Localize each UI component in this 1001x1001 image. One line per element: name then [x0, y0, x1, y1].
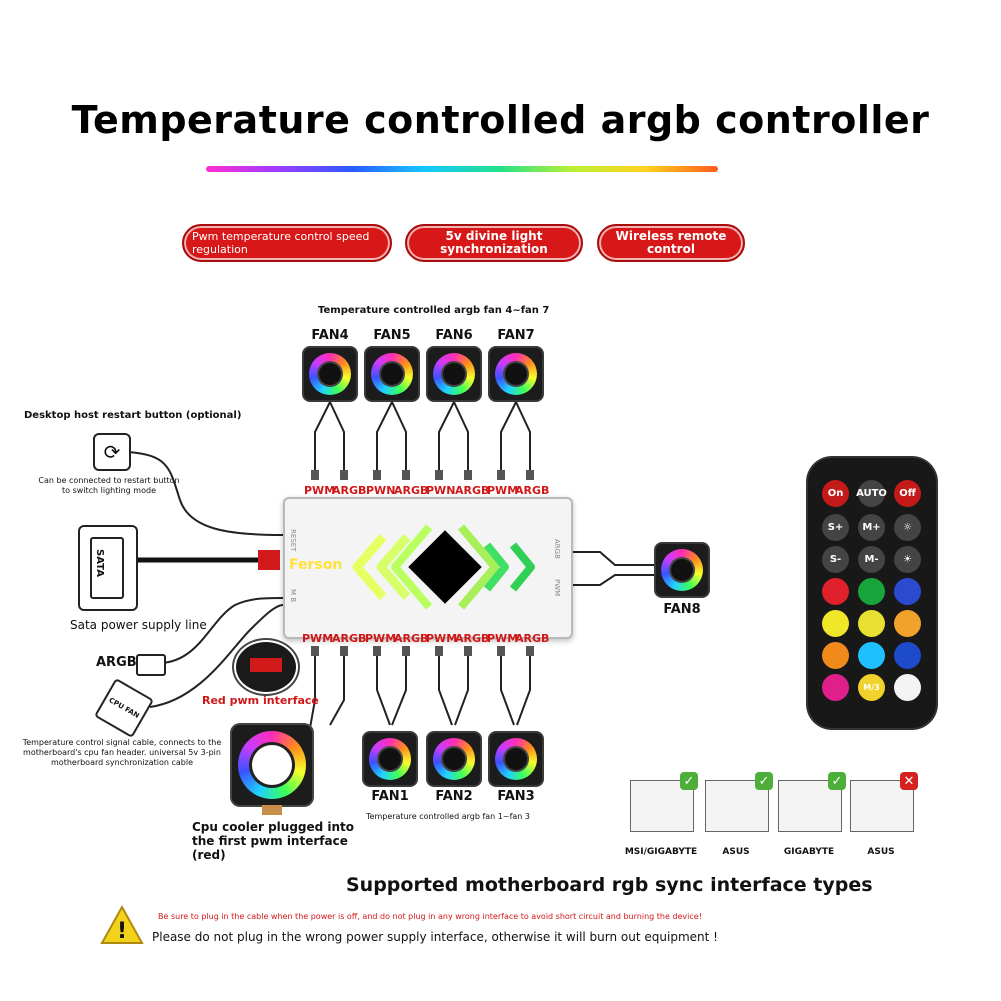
fan6-label: FAN6	[435, 328, 473, 343]
sync-type-3-check-icon: ✓	[828, 772, 846, 790]
port-label-argb-4: ARGB	[332, 484, 367, 497]
fan6-icon	[428, 348, 480, 400]
remote-color-navy[interactable]	[894, 642, 921, 669]
remote-speed-up-button[interactable]: S+	[822, 514, 849, 541]
remote-mode3-button[interactable]: M/3	[858, 674, 885, 701]
fan3-label: FAN3	[497, 789, 535, 804]
page-title: Temperature controlled argb controller	[71, 98, 930, 142]
sata-connector-icon: SATA	[78, 525, 138, 611]
remote-brightness-down-icon[interactable]: ☀	[894, 546, 921, 573]
feature-pill-sync: 5v divine light synchronization	[405, 224, 583, 262]
port-label-pwm-7: PWM	[487, 484, 519, 497]
remote-mode-up-button[interactable]: M+	[858, 514, 885, 541]
cpu-cooler-icon	[232, 725, 312, 815]
warning-black-text: Please do not plug in the wrong power su…	[152, 930, 718, 944]
sync-type-3-label: GIGABYTE	[783, 847, 835, 857]
argb-connector-label: ARGB	[96, 655, 137, 670]
feature-pill-pwm: Pwm temperature control speed regulation	[182, 224, 392, 262]
port-label-pwm-4: PWM	[304, 484, 336, 497]
remote-off-button[interactable]: Off	[894, 480, 921, 507]
port-label-pwm-1: PWM	[365, 632, 397, 645]
fan4-icon	[304, 348, 356, 400]
warning-icon: !	[100, 905, 144, 944]
remote-color-green[interactable]	[858, 578, 885, 605]
warning-red-text: Be sure to plug in the cable when the po…	[158, 912, 702, 921]
sync-type-2-check-icon: ✓	[755, 772, 773, 790]
fan8-label: FAN8	[663, 602, 701, 617]
sync-type-4-label: ASUS	[867, 847, 895, 857]
sync-type-4-cross-icon: ✕	[900, 772, 918, 790]
fan7-icon	[490, 348, 542, 400]
sync-type-1-label: MSI/GIGABYTE	[624, 847, 698, 857]
bottom-fans-caption: Temperature controlled argb fan 1~fan 3	[366, 812, 531, 821]
sync-type-2-label: ASUS	[722, 847, 750, 857]
feature-pill-remote: Wireless remote control	[597, 224, 745, 262]
remote-speed-down-button[interactable]: S-	[822, 546, 849, 573]
restart-button-note: Can be connected to restart button to sw…	[38, 476, 180, 495]
fan3-icon	[490, 733, 542, 785]
remote-color-white[interactable]	[894, 674, 921, 701]
remote-auto-button[interactable]: AUTO	[856, 480, 887, 507]
remote-mode-down-button[interactable]: M-	[858, 546, 885, 573]
port-label-argb-7: ARGB	[515, 484, 550, 497]
fan1-icon	[364, 733, 416, 785]
remote-color-yellow[interactable]	[822, 610, 849, 637]
port-label-argb-2: ARGB	[455, 632, 490, 645]
hub-reset-label: RESET	[289, 529, 297, 552]
controller-hub: RESET M B ARGB PWM Ferson	[283, 497, 573, 639]
svg-text:!: !	[117, 919, 127, 944]
fan5-label: FAN5	[373, 328, 411, 343]
remote-color-red[interactable]	[822, 578, 849, 605]
restart-button-icon: ⟳	[93, 433, 131, 471]
port-label-pwn-5: PWN	[366, 484, 396, 497]
fan2-label: FAN2	[435, 789, 473, 804]
remote-color-pink[interactable]	[822, 674, 849, 701]
port-label-argb-3: ARGB	[515, 632, 550, 645]
hub-mb-label: M B	[289, 589, 297, 603]
remote-on-button[interactable]: On	[822, 480, 849, 507]
signal-cable-note: Temperature control signal cable, connec…	[22, 738, 222, 767]
port-label-pwm-3: PWM	[487, 632, 519, 645]
sata-caption: Sata power supply line	[70, 618, 207, 632]
hub-brand-label: Ferson	[289, 557, 343, 573]
sync-caption: Supported motherboard rgb sync interface…	[346, 874, 873, 896]
hub-pwm-side-label: PWM	[553, 579, 561, 597]
fan5-icon	[366, 348, 418, 400]
sync-type-1-check-icon: ✓	[680, 772, 698, 790]
sata-label: SATA	[94, 549, 105, 577]
fan2-icon	[428, 733, 480, 785]
remote-color-lime[interactable]	[858, 610, 885, 637]
remote-color-amber[interactable]	[822, 642, 849, 669]
cpufan-label: CPU FAN	[107, 696, 141, 720]
fan4-label: FAN4	[311, 328, 349, 343]
red-pwm-interface-icon	[234, 640, 298, 694]
fan7-label: FAN7	[497, 328, 535, 343]
port-label-argb-1: ARGB	[394, 632, 429, 645]
argb-plug-icon	[136, 654, 166, 676]
port-label-pwn-6: PWN	[426, 484, 456, 497]
port-label-pwm-2: PWM	[426, 632, 458, 645]
hub-argb-side-label: ARGB	[553, 539, 561, 559]
remote-color-blue[interactable]	[894, 578, 921, 605]
port-label-pwm-1a: PWM	[302, 632, 334, 645]
cpu-cooler-caption: Cpu cooler plugged into the first pwm in…	[192, 820, 355, 862]
red-pwm-interface-label: Red pwm interface	[202, 694, 319, 707]
remote-color-cyan[interactable]	[858, 642, 885, 669]
fan1-label: FAN1	[371, 789, 409, 804]
port-label-argb-6: ARGB	[455, 484, 490, 497]
remote-brightness-up-icon[interactable]: ☼	[894, 514, 921, 541]
remote-color-orange[interactable]	[894, 610, 921, 637]
port-label-argb-5: ARGB	[394, 484, 429, 497]
rainbow-divider	[206, 166, 718, 172]
hub-led-chevrons-icon	[352, 524, 535, 610]
port-label-argb-1a: ARGB	[332, 632, 367, 645]
remote-control: On AUTO Off S+ M+ ☼ S- M- ☀ M/3	[808, 458, 936, 728]
fan8-icon	[656, 544, 708, 596]
top-fans-caption: Temperature controlled argb fan 4~fan 7	[318, 305, 550, 316]
restart-button-label: Desktop host restart button (optional)	[24, 410, 242, 421]
